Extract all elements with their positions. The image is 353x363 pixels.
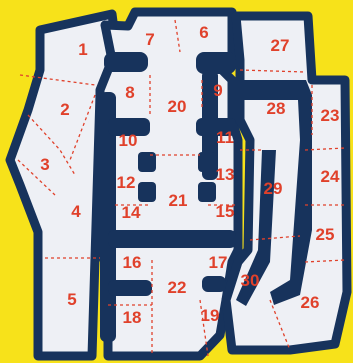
- piece-number-14[interactable]: 14: [122, 203, 141, 222]
- piece-number-29[interactable]: 29: [264, 179, 283, 198]
- stroke-dot-1: [138, 152, 156, 172]
- piece-number-5[interactable]: 5: [67, 290, 76, 309]
- piece-number-2[interactable]: 2: [60, 100, 69, 119]
- stroke-dot-4: [198, 182, 216, 202]
- piece-number-26[interactable]: 26: [301, 293, 320, 312]
- piece-number-25[interactable]: 25: [316, 225, 335, 244]
- piece-number-4[interactable]: 4: [71, 202, 81, 221]
- piece-number-18[interactable]: 18: [123, 308, 142, 327]
- stroke-bar-4: [108, 280, 152, 296]
- piece-number-28[interactable]: 28: [267, 99, 286, 118]
- stroke-top-left: [104, 52, 148, 72]
- stroke-dot-2: [198, 152, 216, 172]
- stroke-dot-3: [138, 182, 156, 202]
- piece-number-9[interactable]: 9: [213, 81, 222, 100]
- piece-number-30[interactable]: 30: [241, 271, 260, 290]
- stroke-bar-5: [202, 276, 226, 292]
- piece-number-13[interactable]: 13: [216, 165, 235, 184]
- piece-number-10[interactable]: 10: [119, 131, 138, 150]
- piece-number-24[interactable]: 24: [321, 167, 340, 186]
- piece-number-17[interactable]: 17: [209, 253, 228, 272]
- piece-number-19[interactable]: 19: [201, 306, 220, 325]
- piece-number-16[interactable]: 16: [123, 253, 142, 272]
- piece-number-21[interactable]: 21: [169, 191, 188, 210]
- stroke-bar-3: [108, 230, 236, 248]
- piece-number-15[interactable]: 15: [216, 202, 235, 221]
- stroke-top-right: [196, 52, 236, 74]
- piece-number-20[interactable]: 20: [168, 97, 187, 116]
- piece-number-27[interactable]: 27: [271, 36, 290, 55]
- piece-number-12[interactable]: 12: [117, 173, 136, 192]
- piece-number-8[interactable]: 8: [125, 83, 134, 102]
- piece-number-7[interactable]: 7: [145, 30, 154, 49]
- piece-number-22[interactable]: 22: [168, 278, 187, 297]
- piece-number-23[interactable]: 23: [321, 106, 340, 125]
- piece-number-1[interactable]: 1: [78, 40, 87, 59]
- piece-number-11[interactable]: 11: [216, 128, 234, 147]
- piece-number-6[interactable]: 6: [199, 23, 208, 42]
- piece-number-3[interactable]: 3: [40, 155, 49, 174]
